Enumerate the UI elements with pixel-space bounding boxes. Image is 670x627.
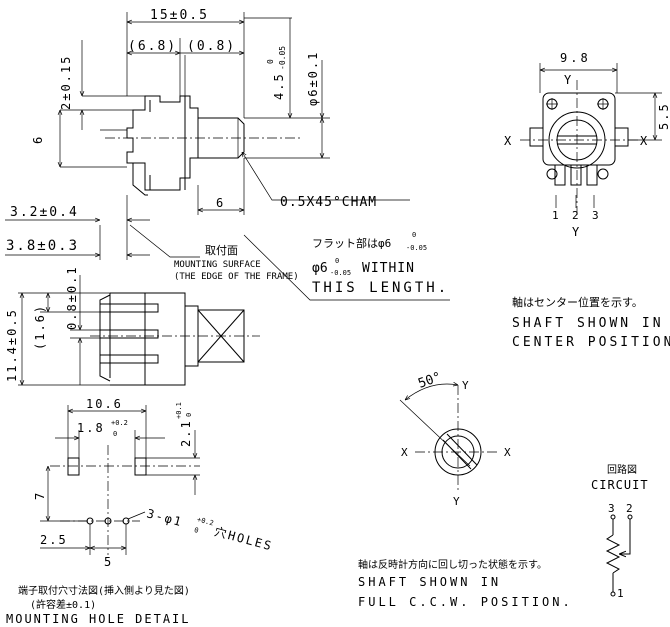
dim-4-5: 4.5: [272, 72, 286, 100]
dim-1-8: 1.8: [77, 421, 105, 435]
holes-prefix: 3-φ1: [145, 506, 184, 529]
front-x-right: X: [640, 134, 648, 148]
dim-0-8: (0.8): [187, 39, 236, 54]
dim-5-5: 5.5: [657, 102, 670, 130]
dim-2-1-tol-bottom: 0: [185, 413, 193, 417]
dim-2: 2±0.15: [59, 55, 73, 110]
dim-10-6: 10.6: [86, 397, 123, 411]
center-note-line2: CENTER POSITION.: [512, 335, 670, 350]
flat-note-tol-top: 0: [335, 257, 339, 265]
terminal-2-label: 2: [572, 209, 579, 222]
dim-6-left: 6: [31, 137, 45, 144]
ccw-note-line2: FULL C.C.W. POSITION.: [358, 595, 573, 609]
dim-1-8-tol-bottom: 0: [113, 430, 117, 438]
flat-note-tol-bottom: -0.05: [330, 269, 351, 277]
hole-caption-en: MOUNTING HOLE DETAIL: [6, 612, 191, 626]
angle-view: [399, 384, 500, 490]
dim-1-6: (1.6): [33, 304, 47, 350]
dim-4-5-tol-bottom: -0.05: [278, 46, 287, 70]
center-note-jp: 軸はセンター位置を示す。: [512, 295, 643, 309]
front-x-left: X: [504, 134, 512, 148]
ccw-note-line1: SHAFT SHOWN IN: [358, 575, 501, 589]
circuit-en: CIRCUIT: [591, 478, 649, 492]
chamfer-note: 0.5X45°CHAM: [280, 195, 377, 210]
terminal-1-label: 1: [552, 209, 559, 222]
mounting-surface-line2: (THE EDGE OF THE FRAME): [174, 272, 299, 282]
dim-phi6: φ6±0.1: [306, 51, 320, 106]
dim-overall-length: 15±0.5: [150, 8, 209, 23]
dim-9-8: 9.8: [560, 51, 591, 65]
mounting-surface-jp: 取付面: [205, 244, 238, 257]
angle-y-top: Y: [462, 379, 469, 392]
dim-3-8: 3.8±0.3: [6, 238, 79, 254]
dim-5: 5: [104, 555, 111, 569]
top-view: [18, 275, 260, 386]
circuit-diagram: [605, 514, 633, 597]
circuit-pin-1: 1: [617, 587, 624, 600]
flat-note-within: WITHIN: [362, 261, 415, 276]
circuit-jp: 回路図: [607, 463, 637, 476]
angle-y-bottom: Y: [453, 495, 460, 508]
front-y-top: Y: [564, 73, 572, 87]
side-view: [5, 12, 450, 301]
dim-1-8-tol-top: +0.2: [111, 419, 128, 427]
dim-3-2: 3.2±0.4: [10, 205, 79, 220]
flat-note-jp: フラット部はφ6: [312, 236, 391, 250]
dim-2-5: 2.5: [40, 533, 68, 547]
dim-2-1-tol-top: +0.1: [175, 402, 183, 419]
dim-7: 7: [33, 493, 47, 500]
dim-6-bottom: 6: [216, 196, 223, 210]
holes-suffix: 穴HOLES: [213, 524, 275, 554]
holes-tol-bottom: 0: [193, 526, 199, 535]
dim-6-8: (6.8): [128, 39, 177, 54]
dim-11-4: 11.4±0.5: [5, 308, 19, 382]
dim-4-5-tol-top: 0: [266, 59, 275, 64]
flat-note-length: THIS LENGTH.: [312, 280, 449, 296]
hole-caption-jp2: (許容差±0.1): [30, 598, 96, 611]
angle-x-left: X: [401, 446, 408, 459]
flat-note-phi: φ6: [312, 261, 328, 276]
terminal-3-label: 3: [592, 209, 599, 222]
circuit-pin-2: 2: [626, 502, 633, 515]
hole-caption-jp1: 端子取付穴寸法図(挿入側より見た図): [18, 584, 190, 597]
ccw-note-jp: 軸は反時計方向に回し切った状態を示す。: [358, 558, 547, 571]
dim-0-8-top: 0.8±0.1: [65, 265, 79, 330]
mounting-surface-line1: MOUNTING SURFACE: [174, 260, 261, 270]
center-note-line1: SHAFT SHOWN IN: [512, 316, 664, 331]
angle-50: 50°: [416, 370, 443, 392]
dim-2-1: 2.1: [179, 419, 193, 447]
flat-note-jp-tol-bottom: -0.05: [406, 244, 427, 252]
angle-x-right: X: [504, 446, 511, 459]
hole-detail: [40, 405, 200, 555]
circuit-pin-3: 3: [608, 502, 615, 515]
front-view: [520, 63, 662, 215]
front-y-bottom: Y: [572, 225, 580, 239]
holes-tol-top: +0.2: [196, 515, 214, 527]
flat-note-jp-tol-top: 0: [412, 231, 416, 239]
